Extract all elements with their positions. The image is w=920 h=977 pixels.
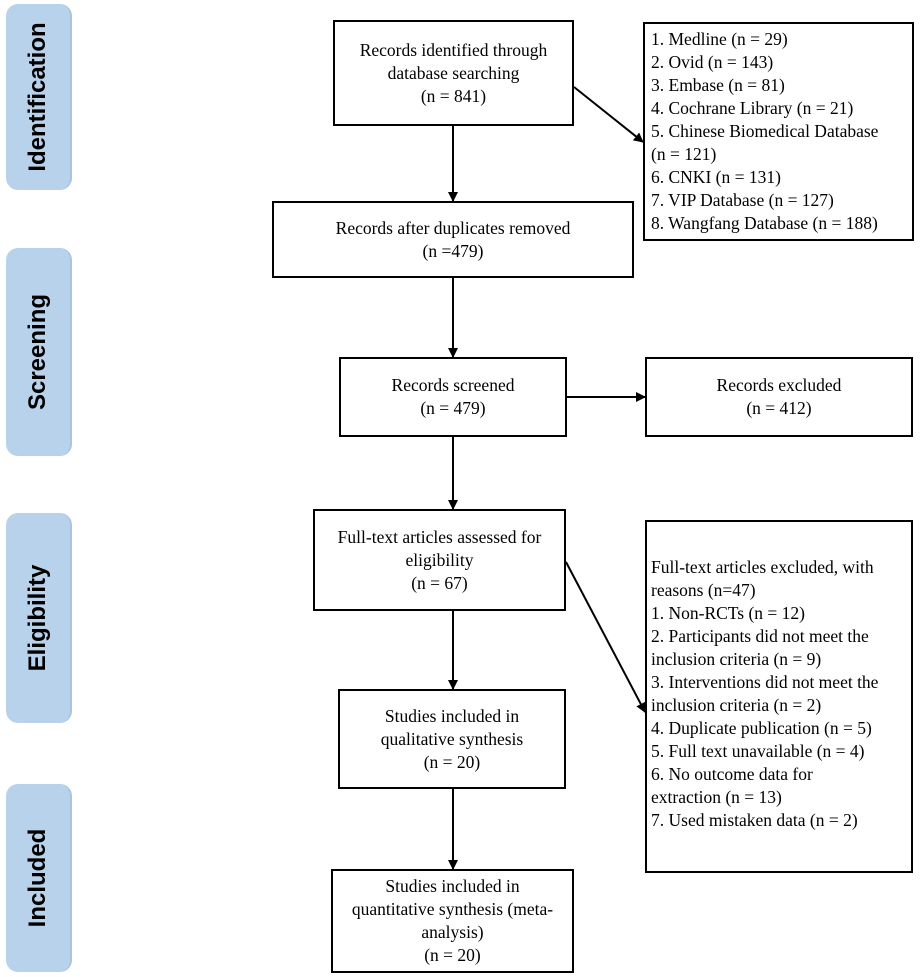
exclusion-reason: 6. No outcome data for xyxy=(651,764,813,784)
text-line: (n = 412) xyxy=(746,398,812,418)
text-line: qualitative synthesis xyxy=(380,728,524,749)
text-line: Records excluded xyxy=(716,375,842,395)
box-quantitative-synthesis: Studies included in quantitative synthes… xyxy=(331,869,574,973)
phase-eligibility: Eligibility xyxy=(6,513,72,723)
phase-screening: Screening xyxy=(6,248,72,456)
text-line: Studies included in xyxy=(384,705,520,726)
exclusion-reason: 3. Interventions did not meet the xyxy=(651,672,879,692)
text-line: Full-text articles assessed for xyxy=(337,526,542,547)
text-line: quantitative synthesis (meta- xyxy=(351,899,554,919)
exclusion-reason: 7. Used mistaken data (n = 2) xyxy=(651,810,858,830)
box-databases: 1. Medline (n = 29) 2. Ovid (n = 143) 3.… xyxy=(643,22,914,241)
box-fulltext-assessed: Full-text articles assessed for eligibil… xyxy=(313,509,566,611)
text-line: (n = 20) xyxy=(423,751,481,772)
text-line: (n = 479) xyxy=(420,398,486,418)
database-item: 3. Embase (n = 81) xyxy=(651,75,785,95)
database-item: 8. Wangfang Database (n = 188) xyxy=(651,213,878,233)
box-qualitative-synthesis: Studies included in qualitative synthesi… xyxy=(338,689,566,789)
database-item: 4. Cochrane Library (n = 21) xyxy=(651,98,854,118)
exclusion-reason: extraction (n = 13) xyxy=(651,787,782,807)
exclusion-reason: inclusion criteria (n = 9) xyxy=(651,649,822,669)
arrow-fulltext-to-excluded xyxy=(565,561,646,713)
database-item: 2. Ovid (n = 143) xyxy=(651,52,774,72)
text-line: (n = 20) xyxy=(424,945,481,965)
database-item: (n = 121) xyxy=(651,144,717,164)
text-line: database searching xyxy=(387,62,520,83)
text-line: Records identified through xyxy=(359,39,548,60)
text-line: Records after duplicates removed xyxy=(335,217,571,238)
text-line: Records screened xyxy=(391,375,515,395)
text-line: (n = 67) xyxy=(411,572,468,593)
database-item: 1. Medline (n = 29) xyxy=(651,29,788,49)
database-item: 5. Chinese Biomedical Database xyxy=(651,121,879,141)
exclusion-reason: reasons (n=47) xyxy=(651,580,756,600)
text-line: eligibility xyxy=(405,549,474,570)
exclusion-reason: inclusion criteria (n = 2) xyxy=(651,695,822,715)
text-line: (n = 841) xyxy=(420,85,487,106)
box-records-identified: Records identified through database sear… xyxy=(333,20,574,126)
exclusion-reason: 5. Full text unavailable (n = 4) xyxy=(651,741,865,761)
phase-identification: Identification xyxy=(6,4,72,190)
database-item: 6. CNKI (n = 131) xyxy=(651,167,781,187)
exclusion-reason: Full-text articles excluded, with xyxy=(651,557,874,577)
box-duplicates-removed: Records after duplicates removed (n =479… xyxy=(272,201,634,278)
exclusion-reason: 1. Non-RCTs (n = 12) xyxy=(651,603,805,623)
exclusion-reason: 2. Participants did not meet the xyxy=(651,626,869,646)
text-line: analysis) xyxy=(421,922,484,942)
text-line: Studies included in xyxy=(385,876,520,896)
box-records-excluded: Records excluded (n = 412) xyxy=(645,357,913,437)
box-records-screened: Records screened (n = 479) xyxy=(339,357,567,437)
phase-included: Included xyxy=(6,784,72,972)
text-line: (n =479) xyxy=(422,240,484,261)
box-fulltext-excluded: Full-text articles excluded, with reason… xyxy=(645,520,913,873)
exclusion-reason: 4. Duplicate publication (n = 5) xyxy=(651,718,872,738)
database-item: 7. VIP Database (n = 127) xyxy=(651,190,834,210)
arrow-identified-to-databases xyxy=(573,86,644,143)
